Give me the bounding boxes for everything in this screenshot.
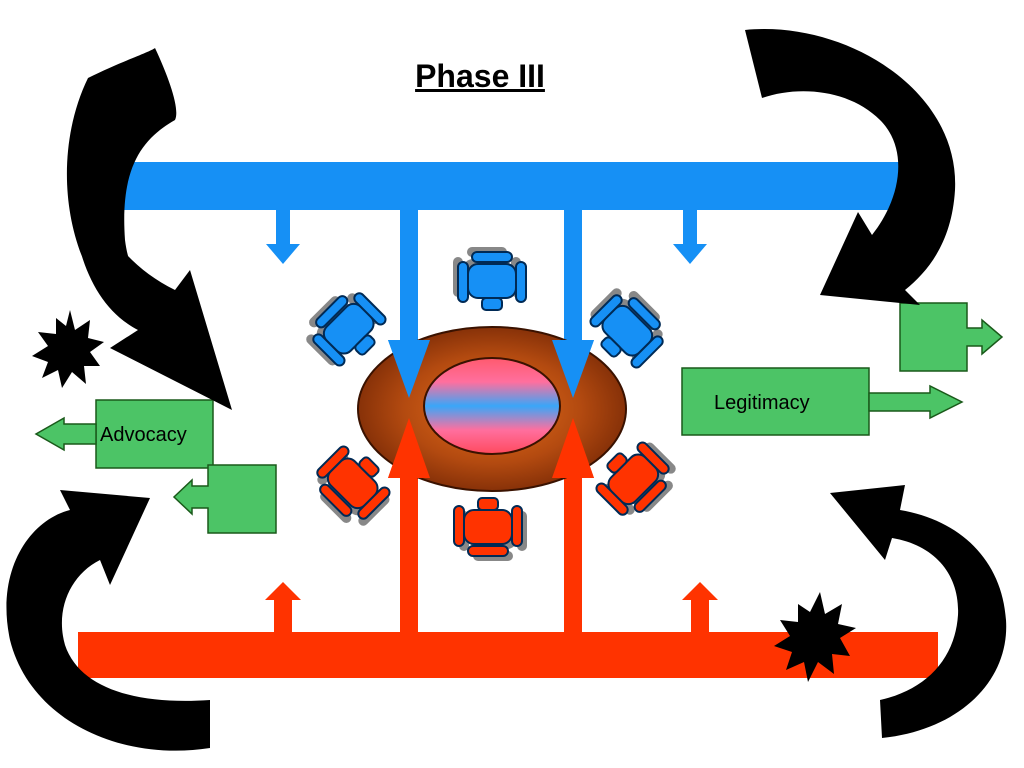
- advocacy-callout: [172, 464, 277, 534]
- advocacy-box: [34, 399, 214, 469]
- office-chair-icon-blue-top: [452, 246, 527, 311]
- red-up-arrow-right: [682, 582, 718, 632]
- curved-arrow-bottom-left: [6, 490, 210, 751]
- advocacy-label: Advocacy: [100, 424, 187, 446]
- explosion-burst-icon-right: [774, 592, 856, 682]
- blue-bar: [78, 162, 940, 210]
- curved-arrow-top-left: [66, 48, 233, 410]
- blue-down-arrow-left: [266, 210, 300, 264]
- page-title: Phase III: [415, 58, 545, 94]
- conference-table-icon: [357, 326, 627, 492]
- curved-arrow-bottom-right: [830, 485, 1007, 738]
- legitimacy-box: [681, 367, 964, 436]
- office-chair-icon-red-bottom: [453, 497, 528, 562]
- office-chair-icon-blue-left: [296, 279, 395, 378]
- explosion-burst-icon-left: [32, 310, 104, 388]
- blue-down-arrow-right: [673, 210, 707, 264]
- legitimacy-label: Legitimacy: [714, 392, 810, 414]
- legitimacy-callout: [899, 302, 1004, 372]
- curved-arrow-top-right: [745, 29, 956, 305]
- red-up-arrow-left: [265, 582, 301, 632]
